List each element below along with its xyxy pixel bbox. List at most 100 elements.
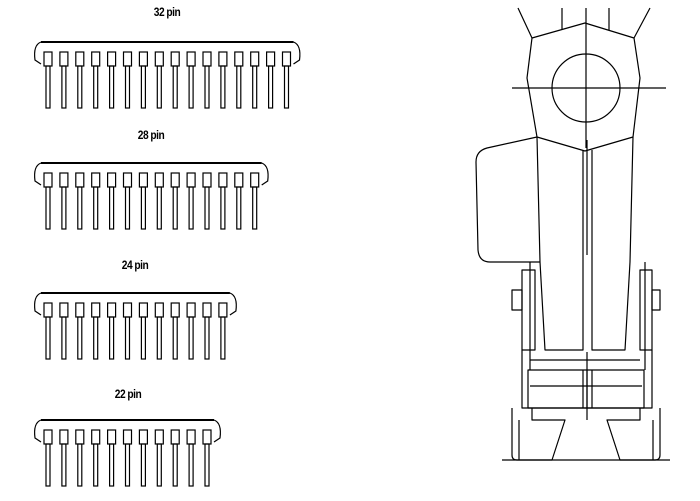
pin-shoulder [75,172,85,188]
pin-shoulder [91,302,101,318]
socket-top-arm-inner [531,22,635,39]
package-right-notch [261,162,269,186]
base-right [606,408,661,461]
package-label: 24 pin [122,258,149,272]
pin-shoulder [59,172,69,188]
pin-shoulder [202,51,212,67]
pin-leg [188,443,194,487]
pin-shoulder [218,51,228,67]
package-left-notch [34,419,42,443]
pin-shoulder [186,302,196,318]
pin-leg [283,65,290,109]
pin-shoulder [250,51,260,67]
pin-leg [77,65,83,109]
pin-leg [188,65,194,109]
pin-shoulder [170,302,180,318]
pin-shoulder [154,302,164,318]
pin-shoulder [91,172,101,188]
pin-shoulder [202,302,212,318]
pin-leg [140,65,146,109]
pin-leg [220,186,226,230]
pin-leg [77,186,83,230]
pin-leg [204,443,210,487]
pin-leg [108,186,115,230]
pin-leg [124,316,131,360]
package-left-notch [34,162,42,186]
pin-shoulder [75,51,85,67]
pin-shoulder [154,429,164,445]
pin-leg [204,186,210,230]
pin-shoulder [281,51,292,67]
pin-leg [61,443,67,487]
pin-leg [156,316,162,360]
socket-body-right [591,136,634,351]
pin-leg [108,65,115,109]
pin-leg [236,186,242,230]
pin-shoulder [122,172,133,188]
package-left-notch [34,41,42,65]
pin-shoulder [170,172,180,188]
left-tab [511,289,523,311]
pin-shoulder [91,429,101,445]
pin-shoulder [43,429,53,445]
pin-shoulder [75,429,85,445]
pin-shoulder [234,51,244,67]
pin-leg [45,443,51,487]
pin-leg [252,65,258,109]
pin-leg [172,186,178,230]
pin-shoulder [106,172,117,188]
pin-shoulder [138,302,148,318]
pin-shoulder [138,429,148,445]
pin-leg [156,65,162,109]
pin-shoulder [218,172,228,188]
base-left [511,408,566,461]
pin-shoulder [106,302,117,318]
pin-leg [93,443,99,487]
pin-leg [61,316,67,360]
pin-leg [108,443,115,487]
pin-shoulder [138,51,148,67]
pin-leg [140,316,146,360]
pin-leg [172,443,178,487]
pin-leg [124,186,131,230]
pin-shoulder [122,302,133,318]
pin-shoulder [122,429,133,445]
pin-leg [268,65,274,109]
side-handle [475,136,540,263]
pin-leg [61,65,67,109]
pin-leg [252,186,258,230]
socket-top-arm [517,7,651,152]
pin-shoulder [186,51,196,67]
pin-shoulder [43,302,53,318]
package-left-notch [34,292,42,316]
pin-shoulder [170,51,180,67]
dip-package [34,162,269,230]
pin-shoulder [91,51,101,67]
pin-leg [93,316,99,360]
pin-leg [77,316,83,360]
pin-leg [124,443,131,487]
pin-leg [188,316,194,360]
pin-leg [140,443,146,487]
dip-packages [34,41,301,487]
pin-shoulder [59,429,69,445]
dip-package [34,419,221,487]
pin-shoulder [59,302,69,318]
pin-shoulder [154,172,164,188]
zif-cassette [527,369,645,409]
right-tab [651,289,661,311]
pin-leg [93,65,99,109]
pin-leg [61,186,67,230]
pin-leg [204,316,210,360]
package-label: 32 pin [154,5,181,19]
pin-leg [124,65,131,109]
pin-leg [220,65,226,109]
pin-shoulder [43,51,53,67]
pin-leg [204,65,210,109]
pin-leg [172,65,178,109]
pin-shoulder [250,172,260,188]
pin-shoulder [170,429,180,445]
pin-shoulder [186,429,196,445]
dip-package [34,292,237,360]
